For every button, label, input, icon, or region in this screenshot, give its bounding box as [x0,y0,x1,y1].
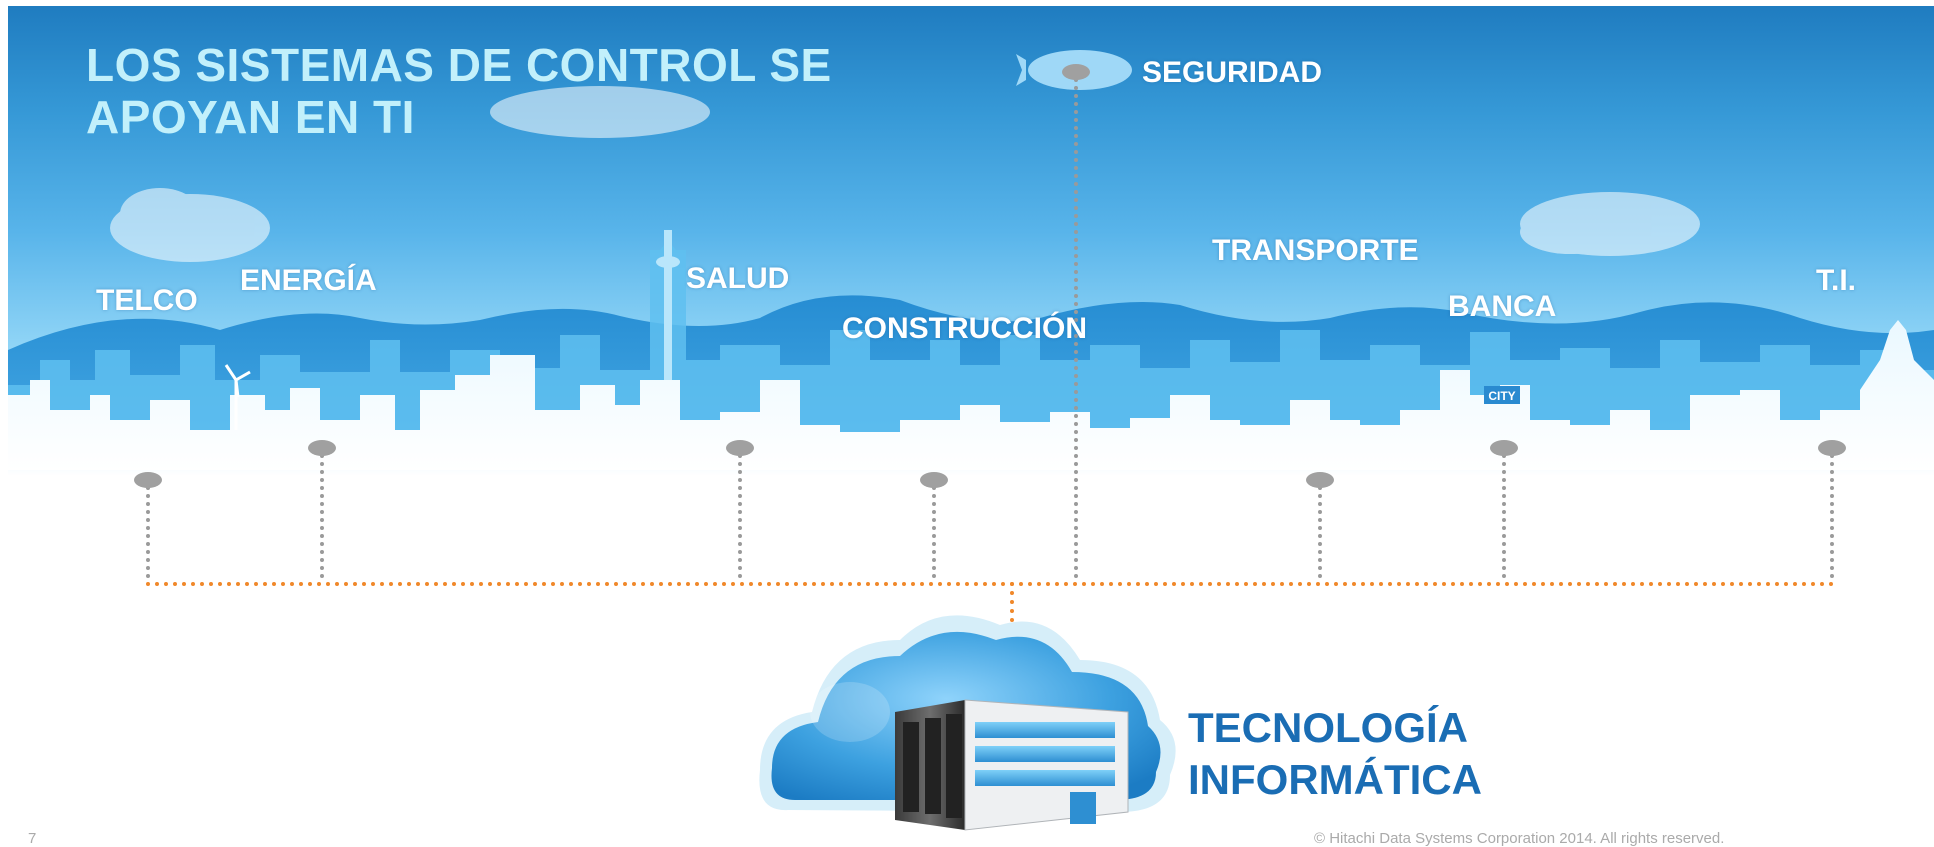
wind-turbine-icon [224,364,251,430]
node-telco [134,472,162,488]
network-connections [134,64,1846,638]
hub-label: TECNOLOGÍA INFORMÁTICA [1188,704,1482,804]
tower-icon [656,230,680,380]
node-banca [1490,440,1518,456]
city-sign: CITY [1484,386,1520,404]
sector-ti: T.I. [1816,264,1857,297]
sector-transporte: TRANSPORTE [1212,234,1419,267]
node-salud [726,440,754,456]
sector-banca: BANCA [1448,290,1557,323]
skyline-front [8,320,1934,470]
copyright: © Hitachi Data Systems Corporation 2014.… [1314,830,1725,847]
sky-clouds [110,86,1700,262]
datacenter-icon [895,699,1129,831]
sector-seguridad: SEGURIDAD [1142,56,1323,89]
sector-telco: TELCO [96,284,198,317]
node-seguridad [1062,64,1090,80]
page-number: 7 [28,830,37,847]
node-energia [308,440,336,456]
sector-energia: ENERGÍA [240,264,377,297]
sector-construccion: CONSTRUCCIÓN [842,312,1087,345]
slide-title: LOS SISTEMAS DE CONTROL SE APOYAN EN TI [86,39,832,143]
sector-salud: SALUD [686,262,790,295]
node-construccion [920,472,948,488]
node-ti [1818,440,1846,456]
node-transporte [1306,472,1334,488]
city-sign-text: CITY [1488,389,1515,403]
